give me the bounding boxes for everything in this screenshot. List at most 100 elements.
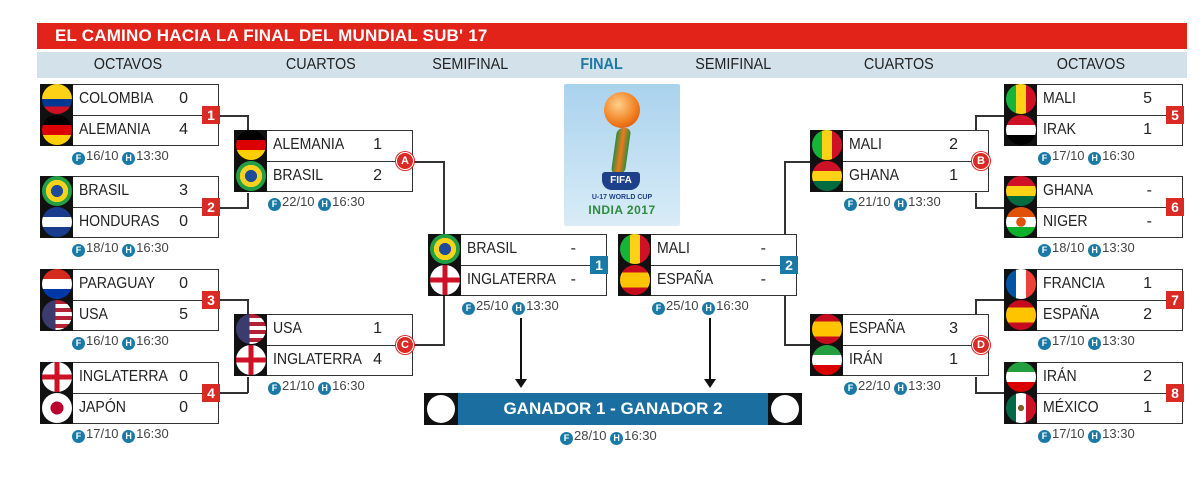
match-badge: 2 (202, 198, 220, 216)
team-score: 0 (179, 213, 188, 230)
team-score: 1 (1143, 121, 1152, 138)
team-name: INGLATERRA (467, 271, 556, 288)
connector (975, 193, 977, 209)
brazil-flag-icon (430, 234, 460, 264)
team-score: 4 (179, 121, 188, 138)
match-badge: 1 (590, 256, 608, 274)
team-score: 1 (949, 351, 958, 368)
team-name: ALEMANIA (273, 136, 345, 153)
team-score: 4 (373, 351, 382, 368)
connector (220, 207, 248, 209)
connector (975, 377, 977, 393)
team-name: ESPAÑA (1043, 306, 1100, 323)
team-score: 0 (179, 399, 188, 416)
header-cuartos-left: CUARTOS (285, 56, 356, 73)
match-octavos-6: GHANA- NIGER- (1004, 176, 1184, 238)
fecha-icon: F (844, 198, 857, 211)
england-flag-icon (42, 362, 72, 392)
ghana-flag-icon (812, 161, 842, 191)
germany-flag-icon (236, 130, 266, 160)
connector (247, 115, 249, 131)
connector (975, 115, 1005, 117)
hora-icon: H (318, 382, 332, 395)
honduras-flag-icon (42, 207, 72, 237)
connector (414, 161, 444, 163)
team-name: BRASIL (273, 167, 324, 184)
fecha-icon: F (462, 302, 475, 315)
usa-flag-icon (42, 300, 72, 330)
colombia-flag-icon (42, 84, 72, 114)
hora-icon: H (1088, 244, 1102, 257)
header-octavos-right: OCTAVOS (1056, 56, 1126, 73)
arrow-down-icon (704, 318, 716, 388)
team-name: MALI (657, 240, 690, 257)
team-name: PARAGUAY (79, 275, 156, 292)
fecha-icon: F (652, 302, 665, 315)
hora-icon: H (512, 302, 526, 315)
match-badge: 4 (202, 384, 220, 402)
logo-caption: U-17 WORLD CUP (591, 194, 653, 201)
team-name: INGLATERRA (79, 368, 168, 385)
usa-flag-icon (236, 314, 266, 344)
brazil-flag-icon (42, 176, 72, 206)
final-match-bar: GANADOR 1 - GANADOR 2 (424, 393, 802, 425)
mali-flag-icon (812, 130, 842, 160)
team-score: 1 (1143, 399, 1152, 416)
team-score: 1 (373, 320, 382, 337)
team-score: 2 (1143, 306, 1152, 323)
match-cuartos-D: ESPAÑA 3 IRÁN 1 (810, 314, 990, 376)
iran-flag-icon (1006, 362, 1036, 392)
flag-placeholder-icon (427, 395, 455, 423)
germany-flag-icon (42, 115, 72, 145)
match-badge: 3 (202, 291, 220, 309)
brazil-flag-icon (236, 161, 266, 191)
fecha-icon: F (72, 430, 85, 443)
team-name: IRÁN (849, 351, 883, 368)
team-name: ESPAÑA (849, 320, 906, 337)
team-name: MALI (1043, 90, 1076, 107)
team-score: 3 (179, 182, 188, 199)
mexico-flag-icon (1006, 393, 1036, 423)
match-badge: 1 (202, 106, 220, 124)
iraq-flag-icon (1006, 115, 1036, 145)
connector (784, 161, 814, 163)
fifa-u17-world-cup-logo: FIFA U-17 WORLD CUP INDIA 2017 (564, 84, 680, 226)
connector (220, 299, 248, 301)
flag-placeholder-icon (771, 395, 799, 423)
team-name: MALI (849, 136, 882, 153)
team-name: COLOMBIA (79, 90, 154, 107)
ghana-flag-icon (1006, 176, 1036, 206)
spain-flag-icon (812, 314, 842, 344)
match-octavos-7: FRANCIA 1 ESPAÑA 2 (1004, 269, 1184, 331)
connector (220, 115, 248, 117)
england-flag-icon (236, 345, 266, 375)
team-name: IRÁN (1043, 368, 1077, 385)
team-name: FRANCIA (1043, 275, 1105, 292)
team-score: 3 (949, 320, 958, 337)
round-header-row: OCTAVOS CUARTOS SEMIFINAL FINAL SEMIFINA… (37, 52, 1187, 78)
hora-icon: H (122, 244, 136, 257)
niger-flag-icon (1006, 207, 1036, 237)
match-badge: 5 (1166, 106, 1184, 124)
team-score: - (570, 271, 576, 288)
team-score: 5 (179, 306, 188, 323)
connector (247, 299, 249, 315)
match-badge: C (396, 336, 414, 354)
team-score: 1 (1143, 275, 1152, 292)
connector (975, 299, 1005, 301)
header-semifinal-left: SEMIFINAL (432, 56, 509, 73)
hora-icon: H (318, 198, 332, 211)
connector (784, 161, 786, 235)
